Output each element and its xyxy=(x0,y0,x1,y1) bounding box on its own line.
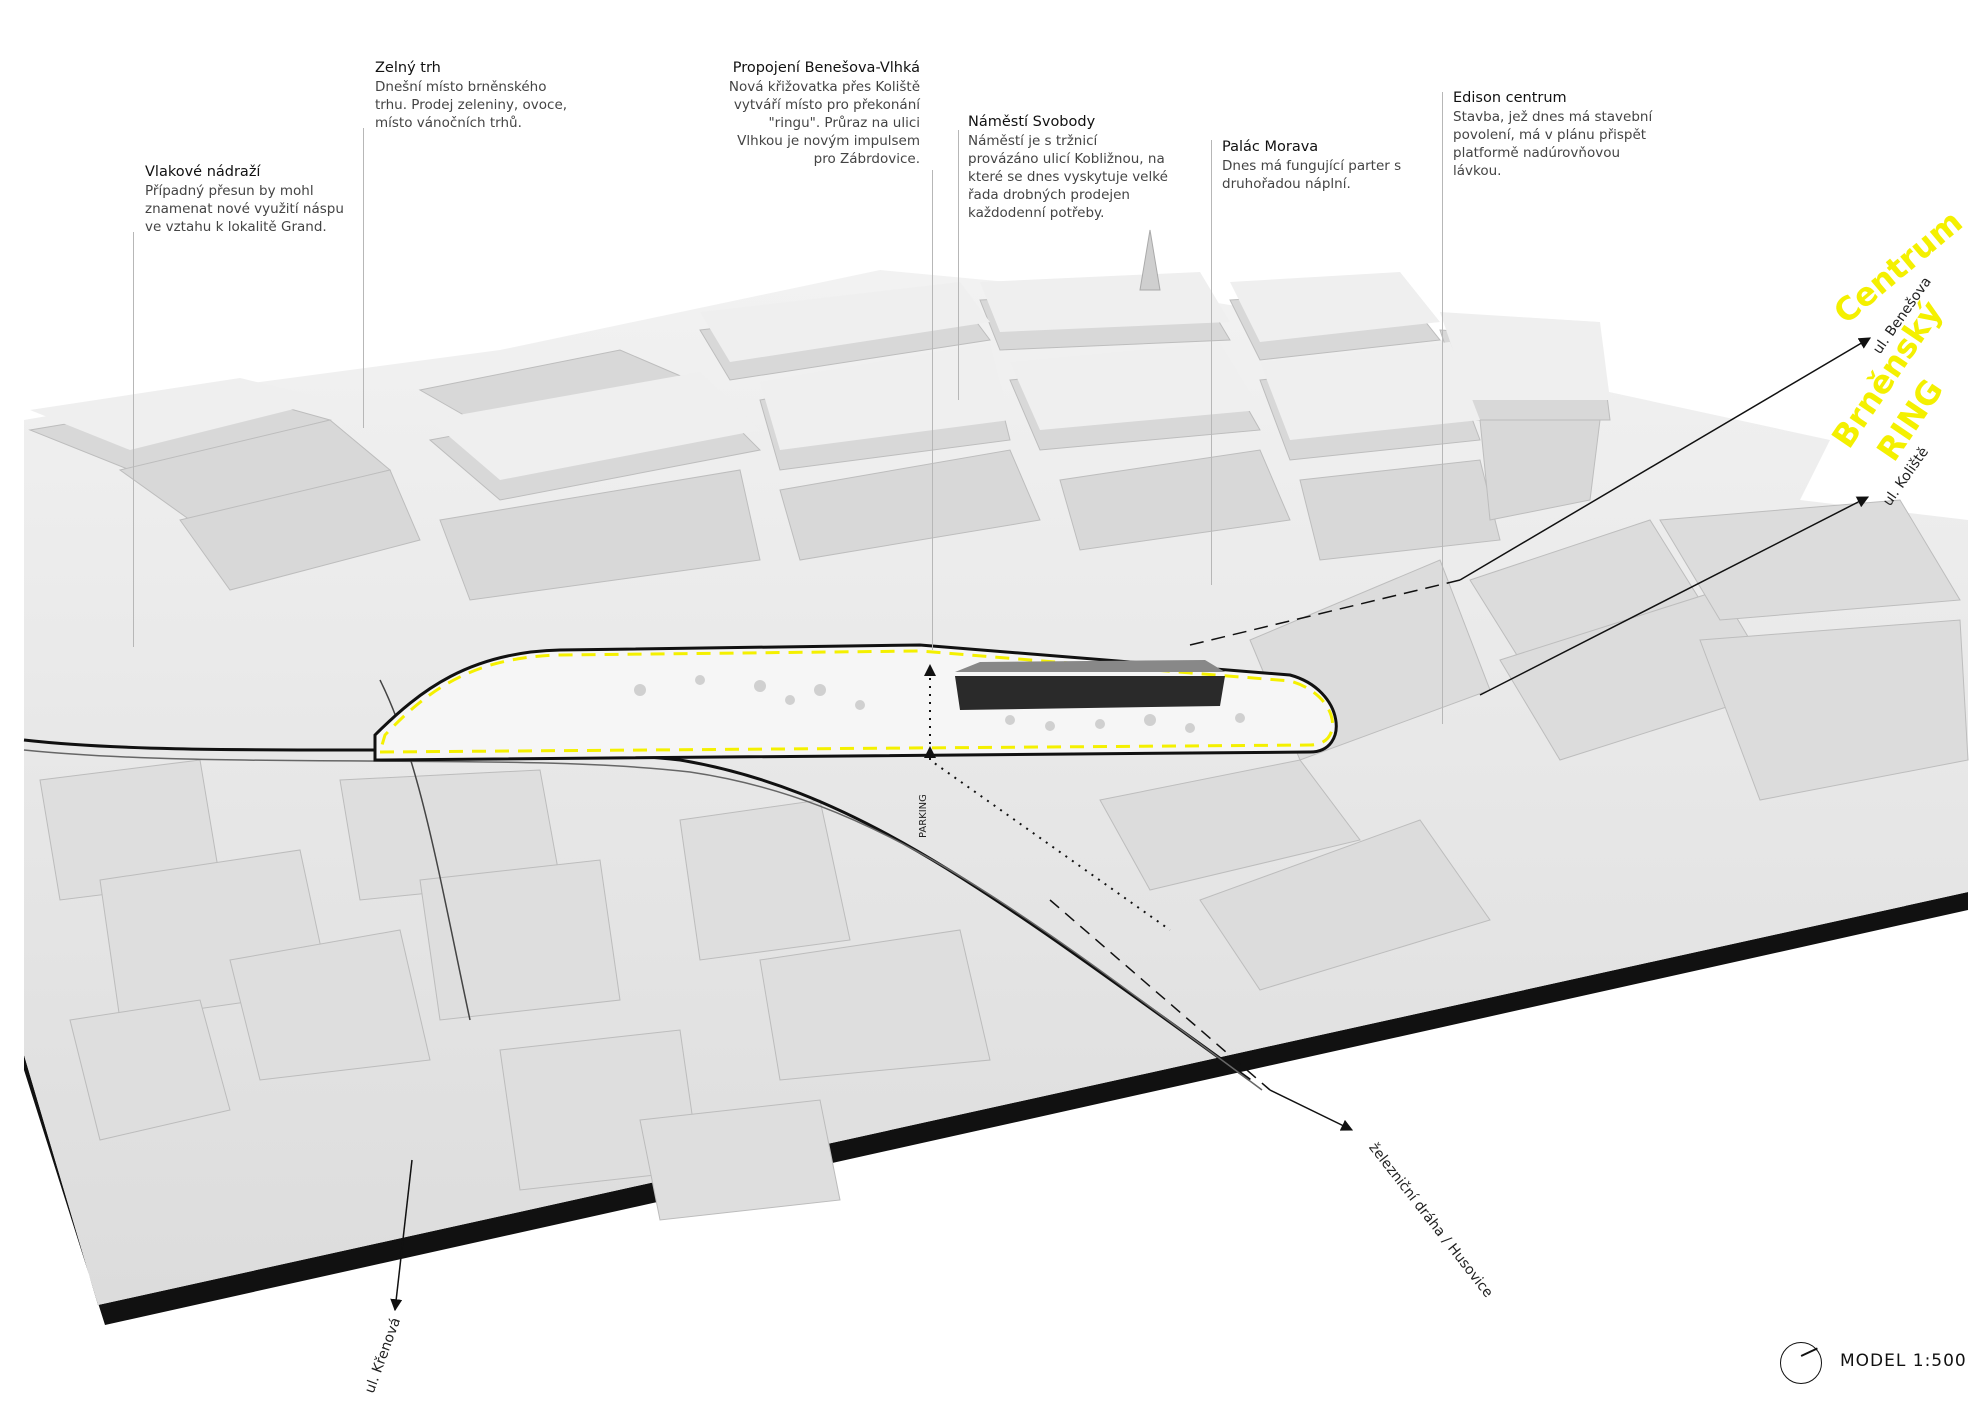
leader-propojeni xyxy=(932,170,933,650)
parking-arrow-2 xyxy=(924,746,936,758)
annotation-namesti: Náměstí Svobody Náměstí je s tržnicí pro… xyxy=(968,113,1198,222)
annotation-title: Zelný trh xyxy=(375,60,441,76)
label-parking: PARKING xyxy=(918,794,929,838)
market-platform xyxy=(373,643,1338,762)
railway-arrow xyxy=(1269,1089,1354,1131)
annotation-desc: Dnešní místo brněnského trhu. Prodej zel… xyxy=(375,79,568,131)
annotation-title: Edison centrum xyxy=(1453,90,1567,106)
railway-line xyxy=(23,738,1251,1082)
old-town-roofs xyxy=(30,272,1610,480)
trees xyxy=(634,675,1245,733)
east-blocks xyxy=(1099,499,1969,991)
annotation-desc: Stavba, jež dnes má stavební povolení, m… xyxy=(1453,109,1653,179)
benesova-arrow xyxy=(1459,337,1872,581)
annotation-desc: Náměstí je s tržnicí provázáno ulicí Kob… xyxy=(968,133,1168,221)
market-hall-roof xyxy=(955,660,1225,672)
leader-edison xyxy=(1442,92,1443,724)
annotation-nadrazi: Vlakové nádraží Případný přesun by mohl … xyxy=(145,163,375,236)
church-spire xyxy=(1139,229,1161,291)
benesova-dashline xyxy=(1189,579,1461,646)
annotation-title: Palác Morava xyxy=(1222,139,1319,155)
parking-path xyxy=(929,670,1171,931)
annotation-title: Propojení Benešova-Vlhká xyxy=(732,60,920,76)
annotation-title: Vlakové nádraží xyxy=(145,164,261,180)
railway-dashline xyxy=(1049,899,1271,1091)
parking-arrow xyxy=(924,664,936,676)
leader-namesti xyxy=(958,130,959,400)
scale-label: MODEL 1:500 xyxy=(1840,1351,1967,1371)
scale-compass-icon xyxy=(1780,1342,1822,1384)
railway-line-2 xyxy=(23,749,1263,1091)
krenova-arrow xyxy=(390,1159,413,1312)
annotation-desc: Dnes má fungující parter s druhořadou ná… xyxy=(1222,158,1402,192)
koliste-arrow xyxy=(1479,496,1870,696)
annotation-edison: Edison centrum Stavba, jež dnes má stave… xyxy=(1453,89,1683,180)
market-outline-yellow xyxy=(377,649,1335,754)
annotation-zelny: Zelný trh Dnešní místo brněnského trhu. … xyxy=(375,59,605,132)
leader-nadrazi xyxy=(133,232,134,647)
annotation-desc: Případný přesun by mohl znamenat nové vy… xyxy=(145,183,344,235)
model-base-side xyxy=(24,892,1968,1325)
leader-palac xyxy=(1211,140,1212,585)
west-blocks xyxy=(39,759,991,1221)
leader-zelny xyxy=(363,128,364,428)
annotation-title: Náměstí Svobody xyxy=(968,114,1096,130)
curved-road xyxy=(379,679,471,1021)
annotation-palac: Palác Morava Dnes má fungující parter s … xyxy=(1222,138,1432,193)
annotation-propojeni: Propojení Benešova-Vlhká Nová křižovatka… xyxy=(690,59,920,168)
market-hall xyxy=(955,676,1225,710)
annotation-desc: Nová křižovatka přes Koliště vytváří mís… xyxy=(728,79,920,167)
